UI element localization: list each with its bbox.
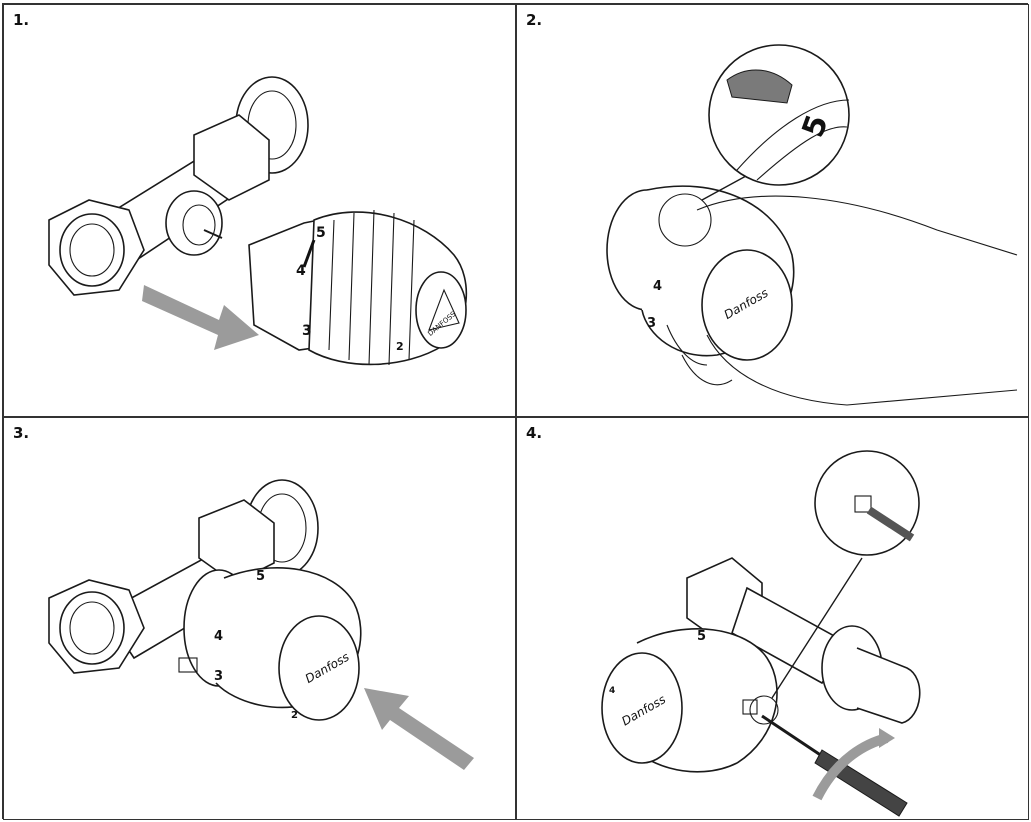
sensor-lock-illustration: 5 4 Danfoss <box>601 450 921 817</box>
dial-mark: 4 <box>653 279 662 294</box>
step-number: 2. <box>526 11 543 29</box>
thermostat-sensor: 3 4 5 2 Danfoss <box>178 567 362 721</box>
step-number: 1. <box>13 11 30 29</box>
panel-step-1: 1. <box>3 4 516 417</box>
thermostat-sensor: 3 4 5 2 DANFOSS <box>248 209 468 366</box>
dial-mark: 2 <box>291 710 298 721</box>
hand-outline <box>696 195 1018 406</box>
step-number: 3. <box>13 424 30 442</box>
thermostat-sensor: 5 4 Danfoss <box>601 628 778 773</box>
sensor-mounted-illustration: 3 4 5 2 Danfoss <box>48 479 474 770</box>
sensor-in-hand-illustration: 4 3 Danfoss 5 <box>606 44 1018 406</box>
magnifier-callout-icon <box>749 695 779 725</box>
panel-step-2: 2. 4 3 Danfoss 5 <box>516 4 1029 417</box>
push-arrow-icon <box>142 285 259 350</box>
dial-mark: 3 <box>302 323 312 339</box>
panel-step-3: 3. 3 4 5 2 Danfoss <box>3 417 516 820</box>
zoom-circle <box>814 450 920 556</box>
dial-mark: 4 <box>296 263 306 279</box>
dial-mark: 5 <box>256 569 265 584</box>
dial-mark: 5 <box>316 225 326 241</box>
zoom-circle <box>708 44 850 186</box>
dial-mark: 4 <box>214 629 223 644</box>
valve-and-sensor-illustration: 3 4 5 2 DANFOSS <box>48 76 468 366</box>
instruction-grid: 1. <box>2 3 1029 820</box>
step-number: 4. <box>526 424 543 442</box>
dial-mark: 5 <box>697 629 706 644</box>
push-arrow-icon <box>364 688 474 770</box>
dial-mark: 3 <box>647 316 656 331</box>
magnifier-callout-icon <box>658 193 712 247</box>
dial-mark: 4 <box>609 686 615 696</box>
dial-mark: 3 <box>214 669 223 684</box>
panel-step-4: 4. 5 4 Danfoss <box>516 417 1029 820</box>
dial-mark: 2 <box>396 340 404 353</box>
